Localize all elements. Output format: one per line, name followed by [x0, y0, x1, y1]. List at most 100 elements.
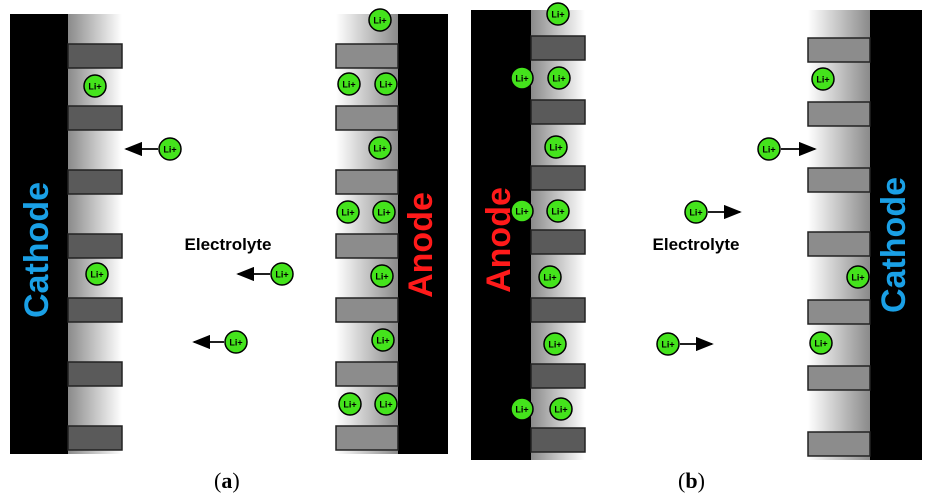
li-ion: Li+ [656, 332, 680, 356]
li-ion: Li+ [811, 67, 835, 91]
anode-layer [335, 425, 399, 451]
anode-layer [335, 297, 399, 323]
cathode-layer [67, 297, 123, 323]
cathode-layer [807, 231, 871, 257]
li-ion: Li+ [368, 8, 392, 32]
li-ion: Li+ [158, 137, 182, 161]
li-ion-label: Li+ [379, 80, 392, 90]
li-ion: Li+ [543, 332, 567, 356]
anode-label-a: Anode [402, 192, 440, 298]
cathode-layer [807, 431, 871, 457]
anode-layer [530, 229, 586, 255]
li-ion-label: Li+ [375, 272, 388, 282]
li-ion-label: Li+ [373, 144, 386, 154]
anode-layer [335, 169, 399, 195]
anode-collector-a [398, 14, 448, 454]
electrolyte-label-b: Electrolyte [653, 235, 740, 254]
anode-layer [530, 427, 586, 453]
li-ion-label: Li+ [689, 208, 702, 218]
li-ion-label: Li+ [90, 270, 103, 280]
anode-label-b: Anode [480, 187, 518, 293]
li-ion-label: Li+ [342, 80, 355, 90]
anode-layer [335, 233, 399, 259]
li-ion-label: Li+ [549, 143, 562, 153]
cathode-layer [807, 299, 871, 325]
li-ion: Li+ [337, 72, 361, 96]
li-ion-label: Li+ [816, 75, 829, 85]
anode-layer [335, 361, 399, 387]
cathode-layer [67, 425, 123, 451]
anode-layer [335, 105, 399, 131]
li-ion: Li+ [372, 200, 396, 224]
li-ion: Li+ [547, 66, 571, 90]
anode-layers-b [530, 35, 586, 453]
li-ion-label: Li+ [551, 10, 564, 20]
li-ion: Li+ [546, 2, 570, 26]
anode-layer [530, 35, 586, 61]
li-ion: Li+ [757, 137, 781, 161]
li-ion-label: Li+ [373, 16, 386, 26]
li-ion: Li+ [510, 199, 534, 223]
cathode-label-b: Cathode [875, 177, 913, 313]
li-ion-label: Li+ [377, 208, 390, 218]
li-ion-label: Li+ [515, 74, 528, 84]
li-ion: Li+ [270, 262, 294, 286]
li-ion: Li+ [544, 135, 568, 159]
panel-label-b: (b) [678, 468, 705, 493]
electrolyte-label-a: Electrolyte [185, 235, 272, 254]
anode-layer [530, 363, 586, 389]
cathode-layer [67, 233, 123, 259]
cathode-layer [67, 361, 123, 387]
anode-layer [530, 297, 586, 323]
li-ion-label: Li+ [88, 82, 101, 92]
li-ion: Li+ [368, 136, 392, 160]
li-ion-label: Li+ [376, 336, 389, 346]
cathode-layer [67, 43, 123, 69]
anode-layer [335, 43, 399, 69]
li-ion: Li+ [538, 265, 562, 289]
cathode-layer [807, 167, 871, 193]
li-ion-label: Li+ [275, 270, 288, 280]
panel-a: Cathode Anode Electrolyte Li+Li+Li+Li+Li… [10, 8, 448, 454]
cathode-collector-a [10, 14, 68, 454]
li-ion: Li+ [846, 265, 870, 289]
anode-layer [530, 165, 586, 191]
li-ion-label: Li+ [163, 145, 176, 155]
li-ion: Li+ [85, 262, 109, 286]
li-ion-label: Li+ [762, 145, 775, 155]
li-ion: Li+ [510, 397, 534, 421]
cathode-layers-b [807, 37, 871, 457]
li-ion: Li+ [684, 200, 708, 224]
li-ion: Li+ [83, 74, 107, 98]
li-ion: Li+ [336, 200, 360, 224]
li-ion-label: Li+ [851, 273, 864, 283]
li-ion-label: Li+ [814, 339, 827, 349]
li-ion: Li+ [371, 328, 395, 352]
cathode-layer [67, 105, 123, 131]
cathode-layer [807, 37, 871, 63]
li-ion-label: Li+ [343, 400, 356, 410]
panel-label-a: (a) [214, 468, 240, 493]
li-ion-label: Li+ [548, 340, 561, 350]
li-ion-label: Li+ [515, 405, 528, 415]
cathode-collector-b [870, 10, 922, 460]
li-ion-label: Li+ [551, 207, 564, 217]
li-ion: Li+ [374, 72, 398, 96]
li-ion: Li+ [374, 392, 398, 416]
anode-layers-a [335, 43, 399, 451]
ions-a: Li+ Li+ Li+ Li+ Li+ Li+ Li+ Li+ Li+ Li+ Li+ Li+ Li+ L… [83, 8, 398, 416]
li-ion-label: Li+ [229, 338, 242, 348]
cathode-layers-a [67, 43, 123, 451]
li-ion-label: Li+ [552, 74, 565, 84]
li-ion: Li+ [370, 264, 394, 288]
li-ion-label: Li+ [661, 340, 674, 350]
ions-b: Li+ Li+ Li+ Li+ Li+ Li+ Li+ Li+ Li+ Li+ Li+ Li+ Li+ L… [510, 2, 870, 421]
li-ion: Li+ [546, 199, 570, 223]
cathode-layer [807, 365, 871, 391]
cathode-label-a: Cathode [18, 182, 56, 318]
li-ion: Li+ [224, 330, 248, 354]
li-ion-label: Li+ [341, 208, 354, 218]
li-ion: Li+ [809, 331, 833, 355]
li-ion-label: Li+ [379, 400, 392, 410]
